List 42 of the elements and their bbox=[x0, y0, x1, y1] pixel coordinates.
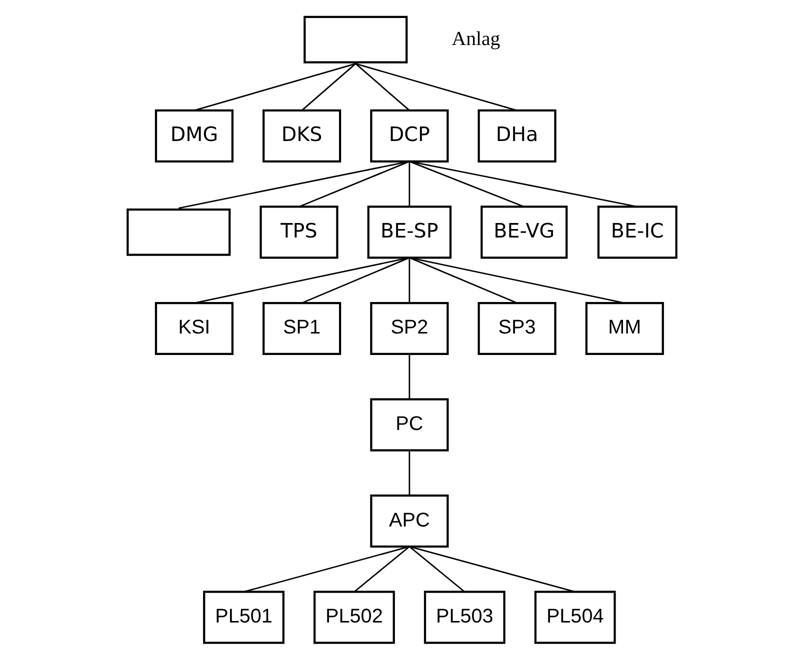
node-box bbox=[126, 208, 230, 256]
label: Anlag bbox=[451, 28, 500, 50]
node-box: TPS bbox=[259, 206, 338, 259]
node-box: PL501 bbox=[202, 590, 284, 644]
connector bbox=[300, 63, 356, 111]
connector bbox=[408, 354, 410, 400]
node-box bbox=[303, 16, 408, 64]
node-box: BE-IC bbox=[596, 206, 677, 259]
node-box: PL502 bbox=[313, 590, 394, 644]
connector bbox=[408, 258, 410, 304]
connector bbox=[408, 257, 517, 304]
node-box: APC bbox=[370, 494, 448, 548]
node-box: PL503 bbox=[423, 590, 505, 644]
node-box: BE-SP bbox=[366, 206, 452, 259]
node-box: DHa bbox=[477, 109, 556, 162]
node-box: MM bbox=[584, 302, 664, 356]
connector bbox=[408, 160, 524, 208]
node-box: PL504 bbox=[534, 590, 616, 644]
node-box: KSI bbox=[154, 302, 233, 356]
connector bbox=[354, 63, 517, 112]
connector bbox=[353, 546, 410, 592]
node-box: DKS bbox=[262, 109, 341, 162]
connector bbox=[408, 160, 638, 208]
connector bbox=[408, 546, 465, 592]
connector bbox=[194, 63, 356, 112]
connector bbox=[408, 546, 575, 593]
node-box: PC bbox=[370, 398, 448, 452]
node-box: SP2 bbox=[370, 302, 448, 356]
node-box: SP3 bbox=[477, 302, 556, 356]
node-box: BE-VG bbox=[480, 206, 568, 259]
node-box: DCP bbox=[370, 109, 448, 162]
connector bbox=[354, 63, 410, 111]
connector bbox=[408, 257, 624, 304]
node-box: DMG bbox=[154, 109, 233, 162]
connector bbox=[243, 546, 410, 593]
connector bbox=[408, 450, 410, 496]
connector bbox=[301, 257, 410, 304]
connector bbox=[298, 160, 410, 208]
node-box: SP1 bbox=[262, 302, 341, 356]
connector bbox=[178, 160, 410, 209]
connector bbox=[408, 161, 410, 207]
connector bbox=[194, 257, 410, 304]
